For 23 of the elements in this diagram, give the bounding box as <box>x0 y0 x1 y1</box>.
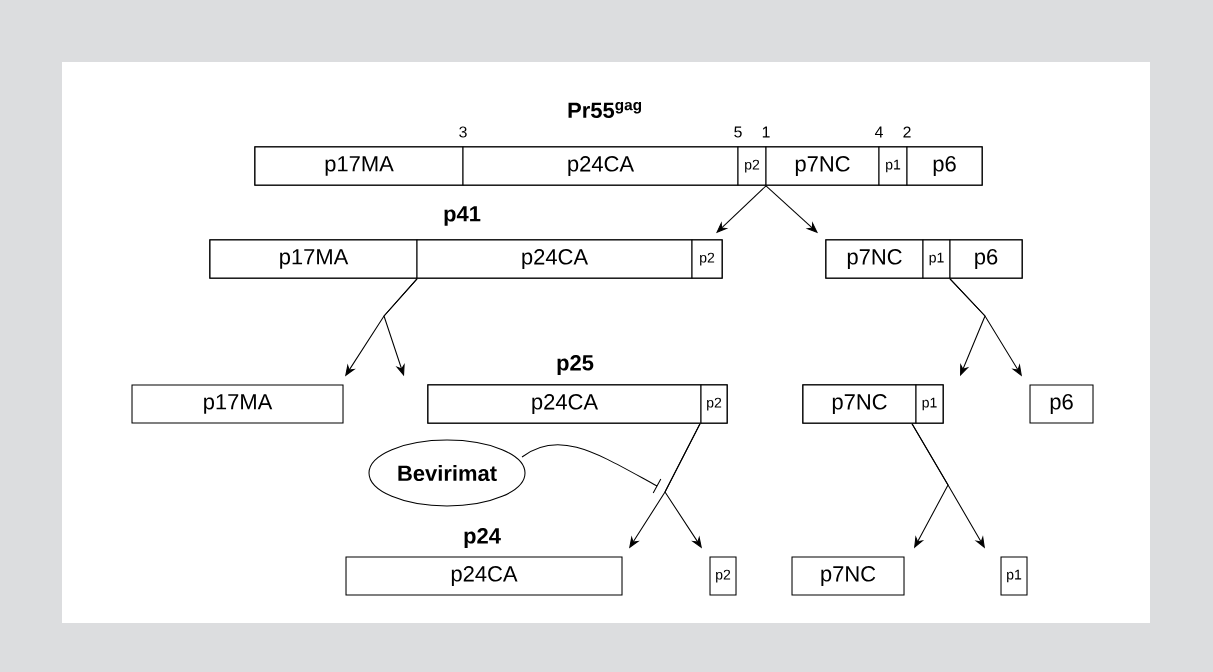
cleavage-site-number: 1 <box>762 126 770 138</box>
protein-box: p24CA <box>345 556 623 596</box>
protein-segment: p1 <box>915 384 944 424</box>
protein-segment: p17MA <box>254 146 464 186</box>
protein-label: p25 <box>557 355 594 375</box>
protein-box: p7NC <box>791 556 905 596</box>
protein-label: p41 <box>444 206 481 226</box>
cleavage-site-number: 5 <box>734 126 742 138</box>
protein-label: p24 <box>464 528 501 548</box>
protein-label: Pr55$^{gag}$ <box>568 101 642 119</box>
protein-segment: p2 <box>691 239 723 279</box>
protein-segment: p2 <box>700 384 728 424</box>
protein-box: p17MA <box>131 384 344 424</box>
protein-segment: p1 <box>922 239 951 279</box>
cleavage-site-number: 4 <box>874 126 883 138</box>
protein-box: p6 <box>1029 384 1094 424</box>
protein-box: p1 <box>1000 556 1028 596</box>
cleavage-site-number: 2 <box>903 126 911 138</box>
protein-segment: p1 <box>878 146 908 186</box>
protein-segment: p2 <box>737 146 767 186</box>
cleavage-site-number: 3 <box>459 126 467 138</box>
protein-box: p2 <box>709 556 737 596</box>
protein-segment: p17MA <box>209 239 418 279</box>
